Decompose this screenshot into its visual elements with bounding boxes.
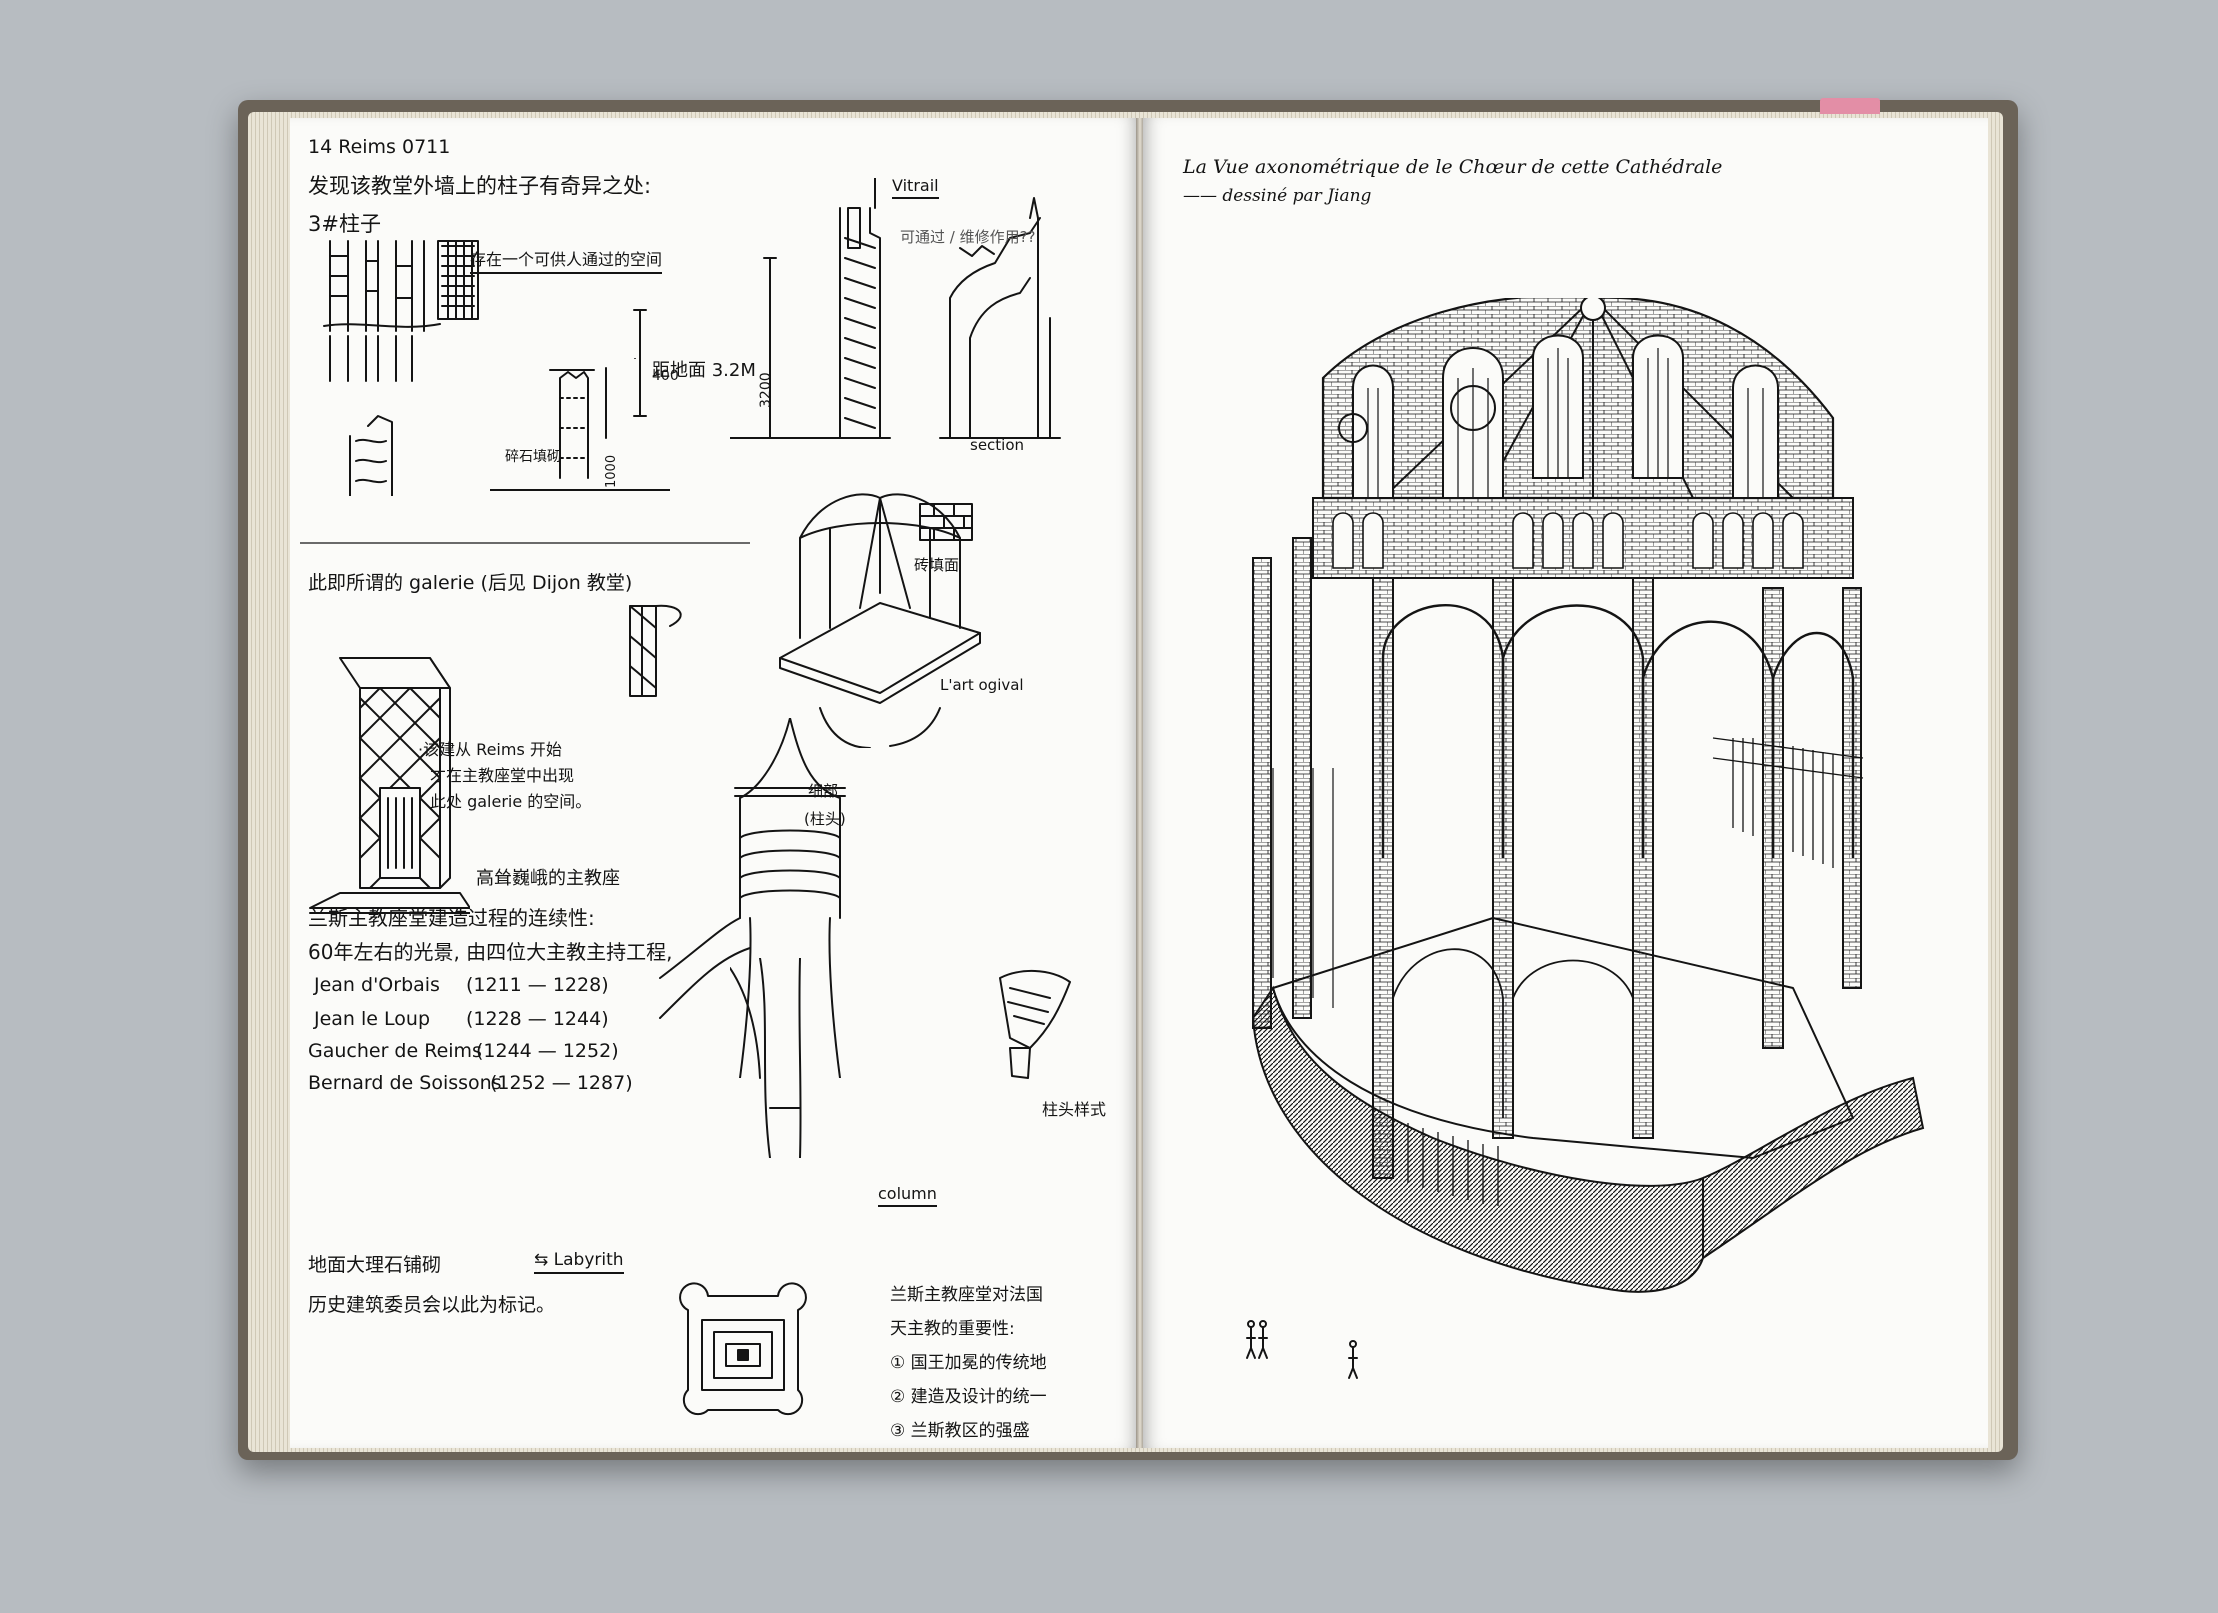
architect-name: Jean d'Orbais	[314, 974, 440, 996]
history-line-2: 60年左右的光景, 由四位大主教主持工程,	[308, 940, 673, 964]
law-line-3: ① 国王加冕的传统地	[890, 1353, 1047, 1373]
galerie-pier-sketch	[309, 657, 470, 914]
book-gutter	[1136, 118, 1144, 1448]
detail-label-2: (柱头)	[804, 810, 846, 828]
reims-note-1: ·该建从 Reims 开始	[418, 740, 562, 759]
reims-note-2: 才在主教座堂中出现	[430, 766, 575, 785]
capital-label: 柱头样式	[1042, 1100, 1107, 1119]
law-line-4: ② 建造及设计的统一	[890, 1387, 1047, 1407]
vault-axonometric-sketch	[779, 493, 981, 748]
height-dimension-line	[633, 309, 647, 417]
section-divider	[300, 542, 750, 544]
art-ogival-label: L'art ogival	[940, 676, 1024, 694]
architect-name: Jean le Loup	[314, 1008, 431, 1030]
stone-note: 碎石填砌	[505, 449, 561, 465]
architect-years: (1228 — 1244)	[466, 1008, 609, 1030]
architect-years: (1211 — 1228)	[466, 974, 609, 996]
labyrinth-label: ⇆ Labyrith	[534, 1250, 624, 1274]
committee-note: 历史建筑委员会以此为标记。	[308, 1294, 556, 1316]
vitrail-label: Vitrail	[892, 176, 939, 199]
height-note: 距地面 3.2M	[652, 360, 756, 381]
column-elevation-sketch	[323, 240, 479, 496]
capital-fragment-sketch	[999, 969, 1071, 1079]
column-base-sketch	[730, 958, 802, 1158]
architect-years: (1244 — 1252)	[476, 1040, 619, 1062]
space-note: 存在一个可供人通过的空间	[470, 246, 663, 274]
dim-400: 400	[652, 368, 679, 384]
left-page: 14 Reims 0711 发现该教堂外墙上的柱子有奇异之处: 3#柱子 存在一…	[290, 118, 1138, 1448]
dim-1000: 1000	[604, 454, 619, 488]
brick-detail-sketch	[919, 503, 973, 541]
law-line-2: 天主教的重要性:	[890, 1319, 1015, 1339]
drawing-byline: —— dessiné par Jiang	[1183, 186, 1372, 206]
galerie-wall-sketch	[629, 604, 682, 697]
pass-note: 可通过 / 维修作用??	[900, 228, 1036, 246]
law-line-5: ③ 兰斯教区的强盛	[890, 1421, 1030, 1441]
bookmark-tab	[1820, 98, 1880, 114]
architect-name: Gaucher de Reims	[308, 1040, 482, 1062]
pier-section-sketch	[490, 358, 670, 491]
right-page: La Vue axonométrique de le Chœur de cett…	[1143, 118, 1988, 1448]
intro-note: 发现该教堂外墙上的柱子有奇异之处:	[308, 174, 652, 198]
dim-3200: 3200	[758, 372, 774, 408]
brick-label: 砖填面	[914, 556, 960, 574]
reims-note-3: 此处 galerie 的空间。	[430, 792, 592, 811]
labyrinth-sketch	[679, 1282, 807, 1416]
section-label: section	[970, 436, 1025, 454]
architect-name: Bernard de Soissons	[308, 1072, 502, 1094]
cathedral-note: 高耸巍峨的主教座	[476, 868, 620, 889]
detail-label-1: 细部	[808, 782, 839, 800]
columns-label: 3#柱子	[308, 212, 381, 236]
vitrail-section-sketch	[730, 178, 1061, 439]
architect-years: (1252 — 1287)	[490, 1072, 633, 1094]
choir-axonometric-drawing	[1246, 298, 1925, 1379]
column-label: column	[878, 1184, 937, 1207]
drawing-title: La Vue axonométrique de le Chœur de cett…	[1183, 156, 1723, 178]
capital-detail-sketch	[659, 718, 846, 1078]
law-line-1: 兰斯主教座堂对法国	[890, 1285, 1043, 1305]
history-line-1: 兰斯主教座堂建造过程的连续性:	[308, 906, 595, 930]
floor-note: 地面大理石铺砌	[308, 1254, 442, 1276]
galerie-note: 此即所谓的 galerie (后见 Dijon 教堂)	[308, 572, 633, 594]
page-header: 14 Reims 0711	[308, 136, 451, 158]
